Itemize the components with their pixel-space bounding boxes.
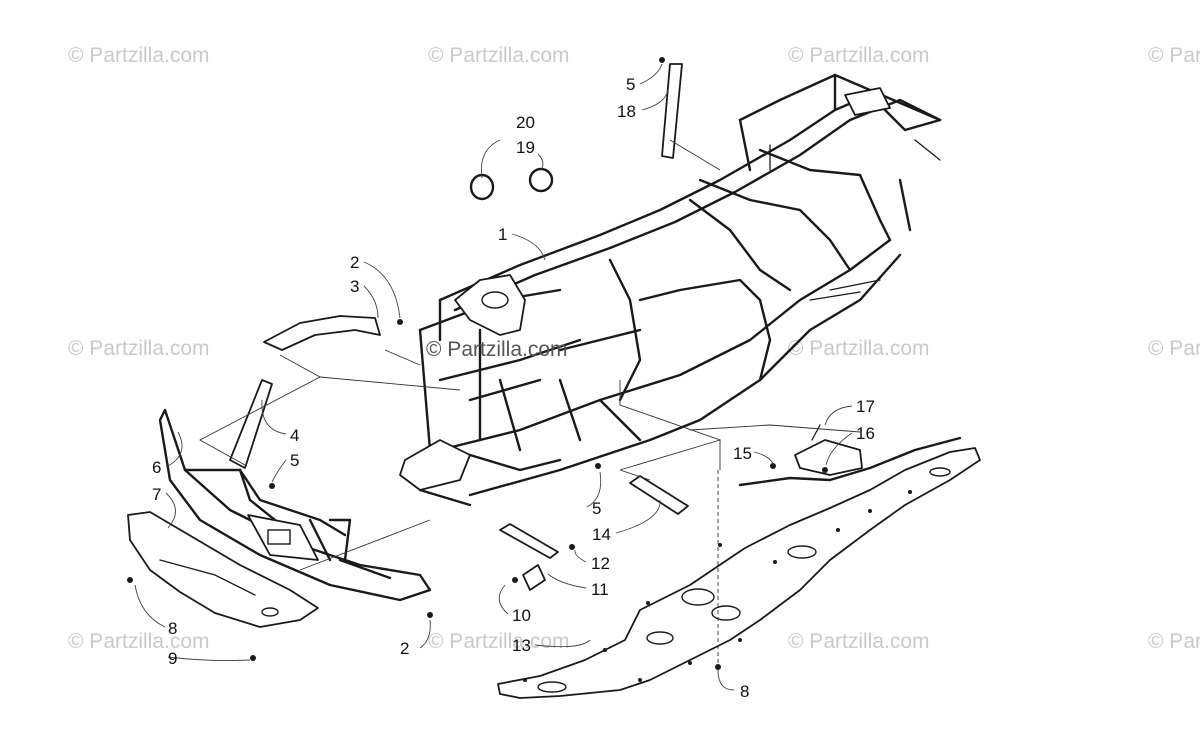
callout-19: 19 bbox=[516, 138, 535, 157]
callout-17: 17 bbox=[856, 397, 875, 416]
callout-7: 7 bbox=[152, 485, 161, 504]
bumper-bracket bbox=[229, 379, 273, 469]
clamps bbox=[469, 167, 554, 201]
front-skid bbox=[127, 511, 319, 628]
bar-14 bbox=[629, 475, 689, 515]
callout-20: 20 bbox=[516, 113, 535, 132]
watermark: © Partzilla.com bbox=[788, 630, 930, 653]
callout-3: 3 bbox=[350, 277, 359, 296]
watermark: © Partzilla.com bbox=[68, 630, 210, 653]
rack-bracket bbox=[263, 315, 381, 351]
guide-lines bbox=[199, 139, 861, 665]
center-watermark: © Partzilla.com bbox=[426, 338, 568, 361]
callout-5: 5 bbox=[290, 451, 299, 470]
callout-6: 6 bbox=[152, 458, 161, 477]
watermark: © Partzilla.com bbox=[788, 44, 930, 67]
watermark: © Partzilla.com bbox=[428, 44, 570, 67]
main-frame bbox=[399, 73, 942, 507]
callout-15: 15 bbox=[733, 444, 752, 463]
watermark: © Partzilla.com bbox=[788, 337, 930, 360]
skid-plate bbox=[497, 447, 981, 699]
leader-lines bbox=[134, 63, 853, 691]
callout-2: 2 bbox=[400, 639, 409, 658]
watermark: © Partzilla.com bbox=[1148, 44, 1200, 67]
callout-13: 13 bbox=[512, 636, 531, 655]
watermarks: © Partzilla.com © Partzilla.com © Partzi… bbox=[68, 44, 1200, 653]
watermark: © Partzilla.com bbox=[68, 44, 210, 67]
callout-10: 10 bbox=[512, 606, 531, 625]
bracket-11 bbox=[499, 523, 559, 591]
callout-2: 2 bbox=[350, 253, 359, 272]
callout-5: 5 bbox=[592, 499, 601, 518]
callout-9: 9 bbox=[168, 649, 177, 668]
callout-8: 8 bbox=[168, 619, 177, 638]
callout-16: 16 bbox=[856, 424, 875, 443]
callouts: 20 19 5 18 1 2 3 4 5 6 7 8 9 2 5 14 12 1… bbox=[152, 75, 875, 701]
callout-12: 12 bbox=[591, 554, 610, 573]
callout-4: 4 bbox=[290, 426, 299, 445]
callout-18: 18 bbox=[617, 102, 636, 121]
callout-5: 5 bbox=[626, 75, 635, 94]
watermark: © Partzilla.com bbox=[1148, 337, 1200, 360]
callout-8: 8 bbox=[740, 682, 749, 701]
fasteners bbox=[127, 57, 828, 670]
watermark: © Partzilla.com bbox=[68, 337, 210, 360]
callout-11: 11 bbox=[591, 580, 609, 599]
callout-14: 14 bbox=[592, 525, 611, 544]
watermark: © Partzilla.com bbox=[428, 630, 570, 653]
front-bumper bbox=[158, 408, 432, 602]
callout-1: 1 bbox=[498, 225, 507, 244]
rear-rod bbox=[661, 63, 683, 159]
watermark: © Partzilla.com bbox=[1148, 630, 1200, 653]
